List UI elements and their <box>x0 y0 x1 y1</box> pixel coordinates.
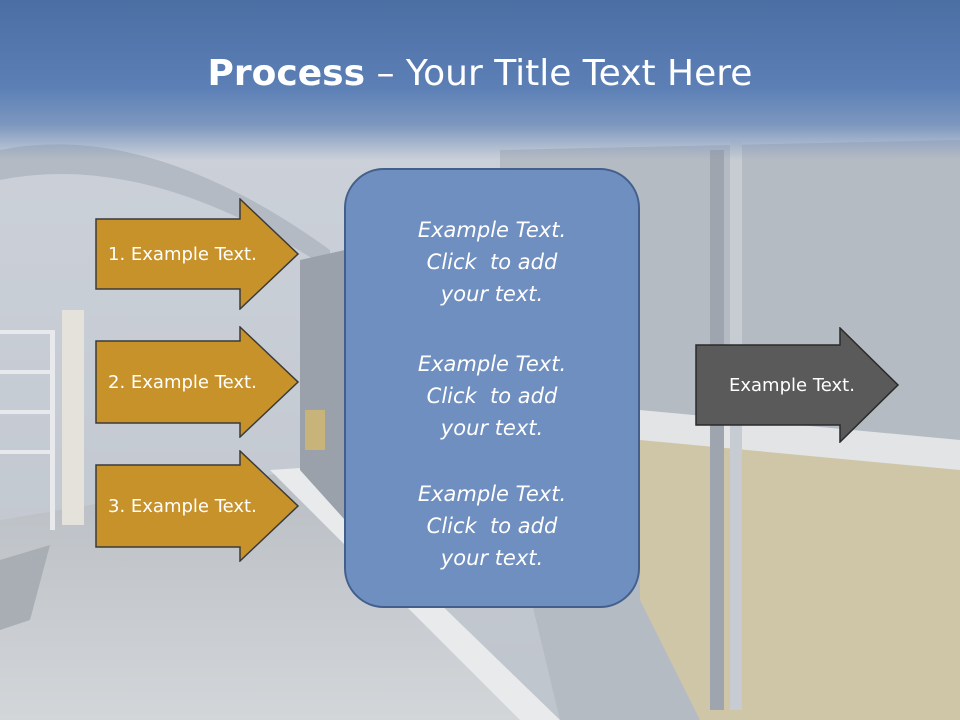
text-block-3: Example Text. Click to add your text. <box>346 478 638 574</box>
arrow-step-1[interactable]: 1. Example Text. <box>95 198 300 310</box>
arrow-label: 1. Example Text. <box>108 243 257 265</box>
block-line: Example Text. <box>417 482 567 506</box>
block-line: your text. <box>440 282 544 306</box>
arrow-shape <box>95 450 300 562</box>
block-line: Example Text. <box>417 352 567 376</box>
text-block-1: Example Text. Click to add your text. <box>346 214 638 310</box>
block-line: Example Text. <box>417 218 567 242</box>
title-rest: – Your Title Text Here <box>365 53 753 94</box>
slide-title[interactable]: Process – Your Title Text Here <box>0 52 960 96</box>
title-bold: Process <box>207 53 366 94</box>
arrow-label: 3. Example Text. <box>108 495 257 517</box>
title-band <box>0 0 960 160</box>
arrow-label: Example Text. <box>729 374 855 396</box>
block-line: Click to add <box>426 250 558 274</box>
center-text-box[interactable]: Example Text. Click to add your text. Ex… <box>344 168 640 608</box>
block-line: Click to add <box>426 384 558 408</box>
arrow-step-3[interactable]: 3. Example Text. <box>95 450 300 562</box>
block-line: your text. <box>440 416 544 440</box>
arrow-shape <box>95 198 300 310</box>
arrow-result[interactable]: Example Text. <box>695 327 900 443</box>
arrow-step-2[interactable]: 2. Example Text. <box>95 326 300 438</box>
arrow-label: 2. Example Text. <box>108 371 257 393</box>
arrow-shape <box>695 327 900 443</box>
arrow-shape <box>95 326 300 438</box>
text-block-2: Example Text. Click to add your text. <box>346 348 638 444</box>
block-line: your text. <box>440 546 544 570</box>
block-line: Click to add <box>426 514 558 538</box>
